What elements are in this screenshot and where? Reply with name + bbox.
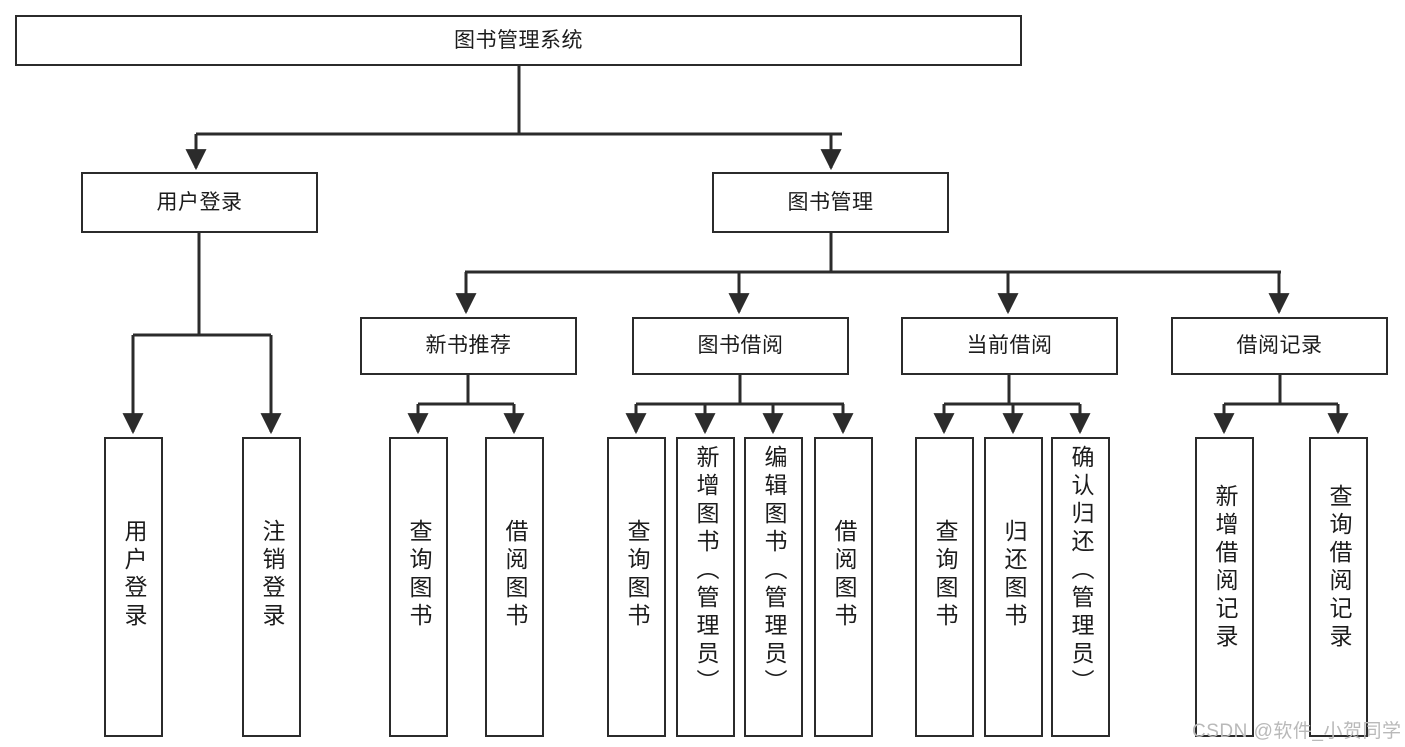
node-current-borrow[interactable]: 当前借阅 <box>901 317 1118 375</box>
node-label: 用户登录 <box>121 519 147 631</box>
leaf-book-borrow-query-book[interactable]: 查询图书 <box>607 437 666 737</box>
leaf-current-borrow-query-book[interactable]: 查询图书 <box>915 437 974 737</box>
leaf-book-borrow-borrow-book[interactable]: 借阅图书 <box>814 437 873 737</box>
node-book-borrow[interactable]: 图书借阅 <box>632 317 849 375</box>
node-label: 新书推荐 <box>425 334 512 358</box>
leaf-borrow-record-add-record[interactable]: 新增借阅记录 <box>1195 437 1254 737</box>
leaf-current-borrow-confirm-return-admin[interactable]: 确认归还（管理员） <box>1051 437 1110 737</box>
csdn-watermark: CSDN @软件_小贺同学 <box>1192 721 1402 742</box>
node-label: 查询图书 <box>624 519 650 631</box>
node-borrow-record[interactable]: 借阅记录 <box>1171 317 1388 375</box>
leaf-borrow-record-query-record[interactable]: 查询借阅记录 <box>1309 437 1368 737</box>
leaf-user-login-login[interactable]: 用户登录 <box>104 437 163 737</box>
node-new-book-recommend[interactable]: 新书推荐 <box>360 317 577 375</box>
node-label: 新增图书（管理员） <box>693 445 719 697</box>
leaf-new-book-borrow-book[interactable]: 借阅图书 <box>485 437 544 737</box>
leaf-user-login-logout[interactable]: 注销登录 <box>242 437 301 737</box>
node-label: 当前借阅 <box>966 334 1053 358</box>
leaf-book-borrow-edit-book-admin[interactable]: 编辑图书（管理员） <box>744 437 803 737</box>
node-label: 归还图书 <box>1001 519 1027 631</box>
node-label: 图书管理系统 <box>454 28 583 52</box>
node-label: 查询图书 <box>932 519 958 631</box>
node-label: 新增借阅记录 <box>1212 484 1238 652</box>
node-label: 编辑图书（管理员） <box>761 445 787 697</box>
node-label: 借阅图书 <box>502 519 528 631</box>
node-label: 用户登录 <box>156 190 243 214</box>
node-label: 查询图书 <box>406 519 432 631</box>
node-label: 确认归还（管理员） <box>1068 445 1094 697</box>
node-user-login[interactable]: 用户登录 <box>81 172 318 233</box>
node-label: 借阅记录 <box>1236 334 1323 358</box>
leaf-current-borrow-return-book[interactable]: 归还图书 <box>984 437 1043 737</box>
node-label: 图书管理 <box>787 190 874 214</box>
node-label: 查询借阅记录 <box>1326 484 1352 652</box>
leaf-book-borrow-add-book-admin[interactable]: 新增图书（管理员） <box>676 437 735 737</box>
leaf-new-book-query-book[interactable]: 查询图书 <box>389 437 448 737</box>
node-root-book-management-system[interactable]: 图书管理系统 <box>15 15 1022 66</box>
node-label: 注销登录 <box>259 519 285 631</box>
node-label: 图书借阅 <box>697 334 784 358</box>
node-label: 借阅图书 <box>831 519 857 631</box>
node-book-management[interactable]: 图书管理 <box>712 172 949 233</box>
